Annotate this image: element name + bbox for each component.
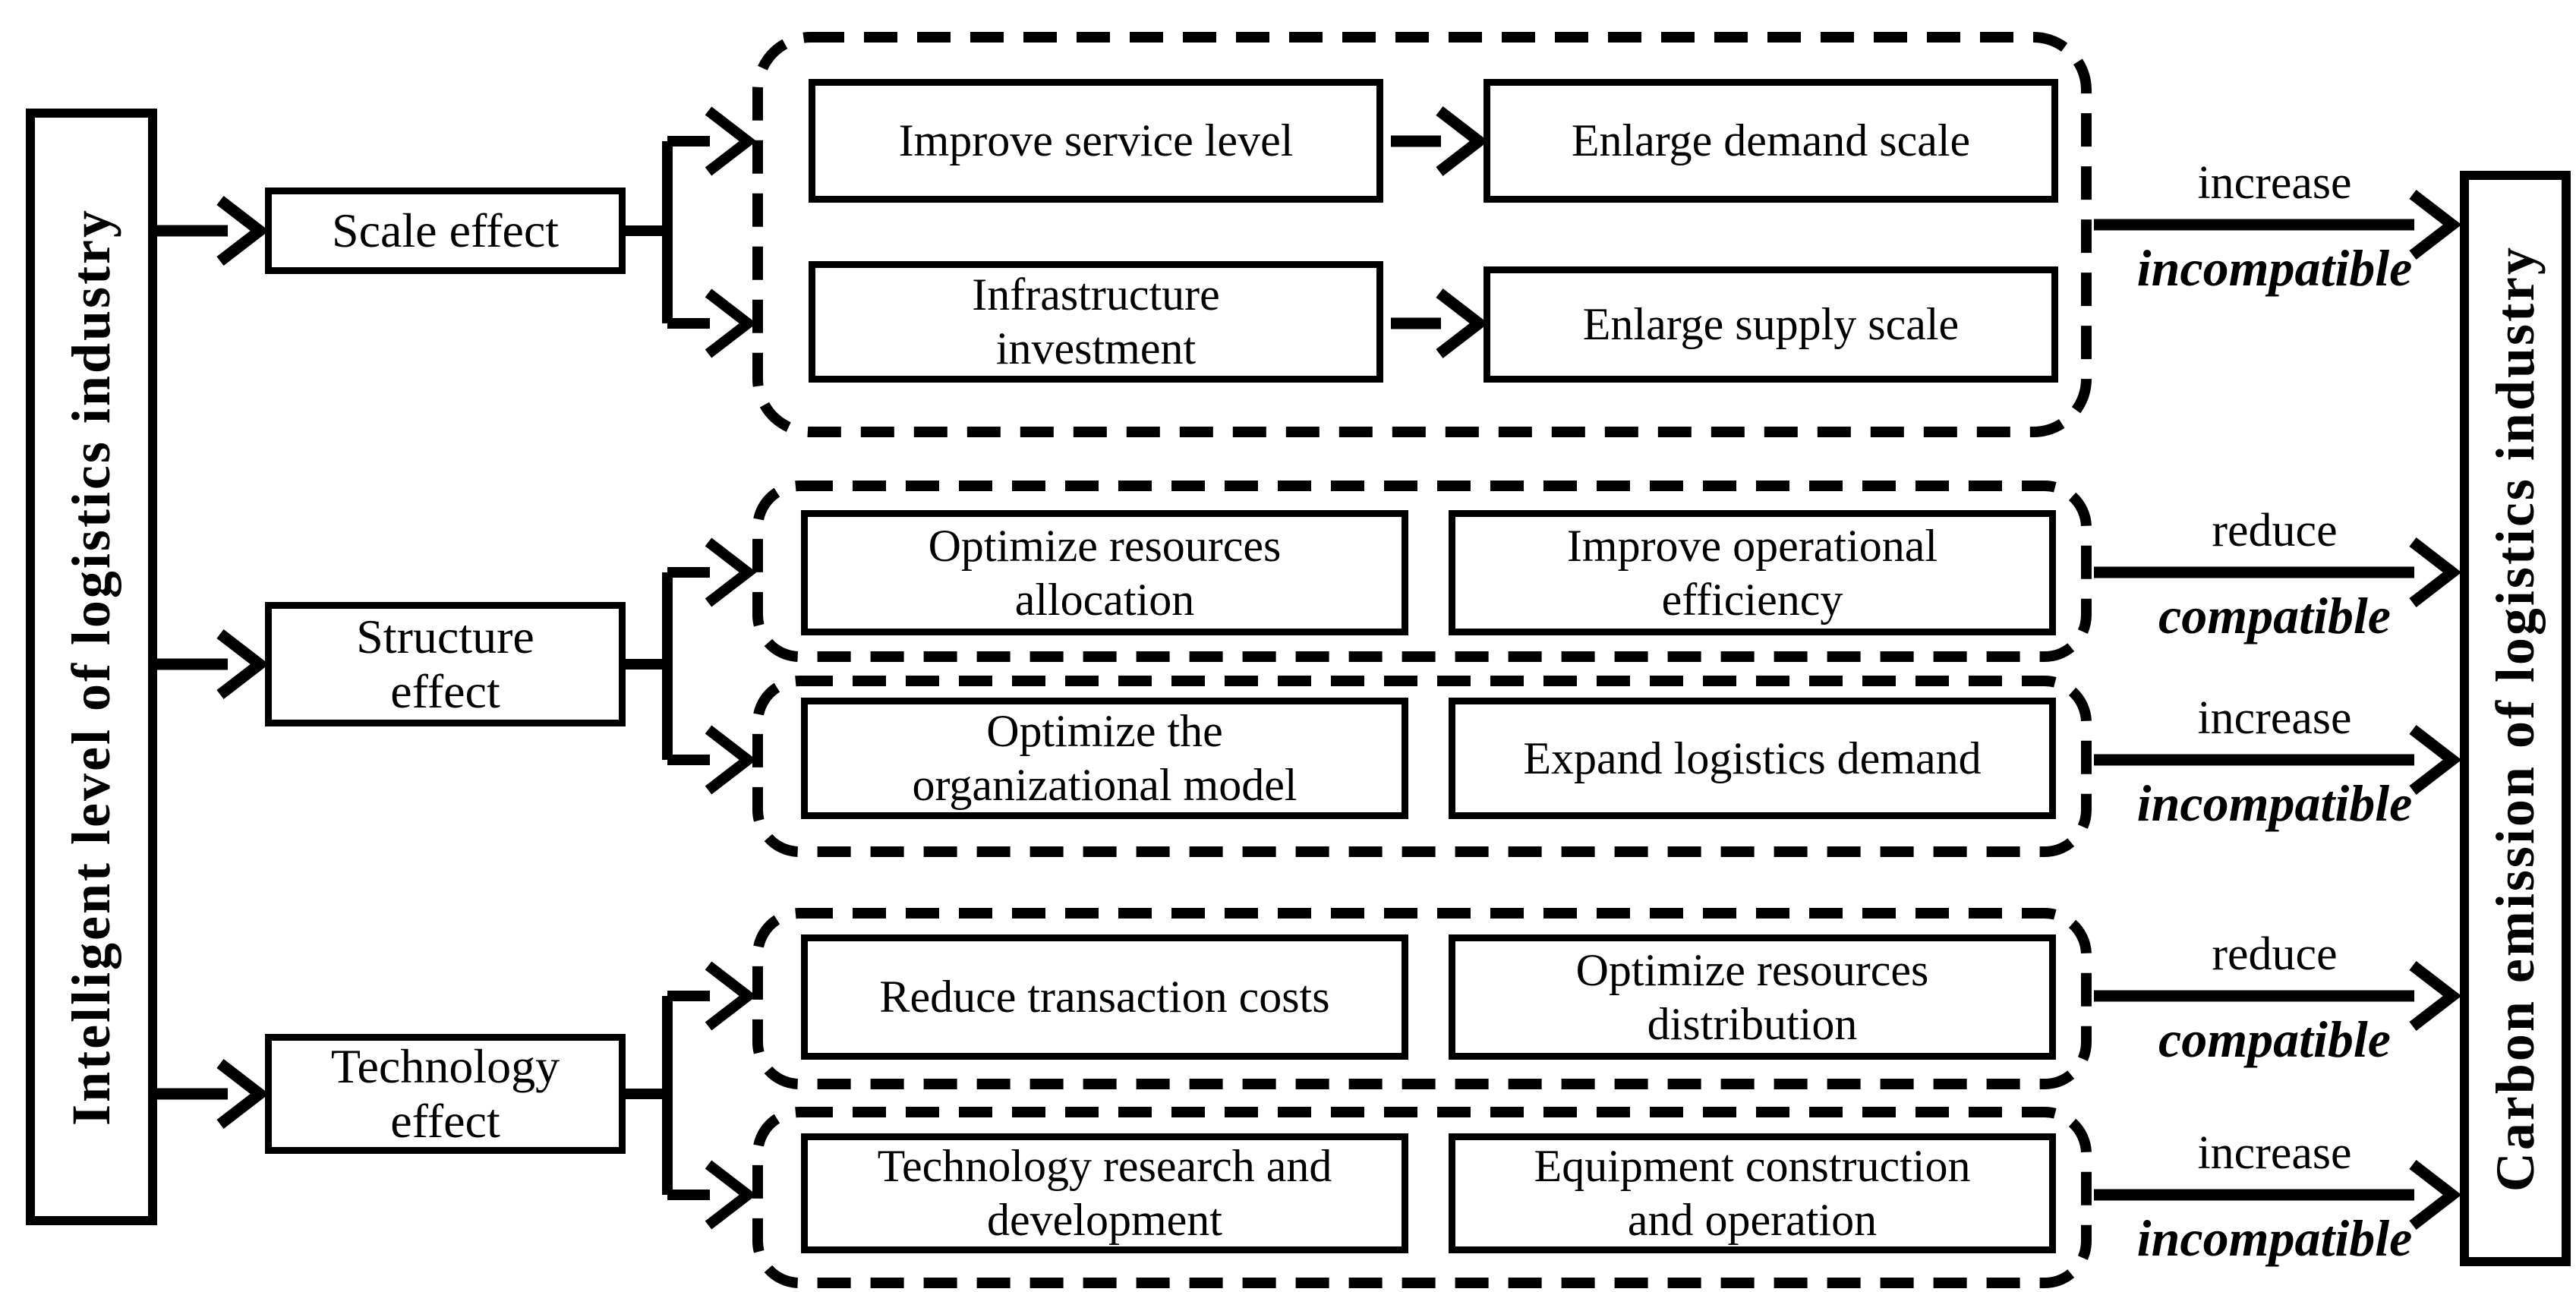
technology-group-2-outline [752,1107,2092,1288]
outcome-relation-4: compatible [2158,1010,2391,1068]
technology-effect-box: Technology effect [265,1034,626,1154]
outcome-verb-2: reduce [2212,505,2338,556]
arrow-service-to-demand [1391,106,1489,176]
box-enlarge-demand-scale: Enlarge demand scale [1483,79,2058,203]
outcome-arrow-5 [2094,1160,2462,1230]
carbon-emission-label: Carbon emission of logistics industry [2484,244,2546,1193]
technology-group-1-outline [752,908,2092,1089]
box-optimize-organizational-model: Optimize the organizational model [801,698,1408,819]
outcome-arrow-4 [2094,961,2462,1031]
intelligent-level-label: Intelligent level of logistics industry [61,208,122,1126]
structure-group-2-outline [752,676,2092,857]
box-reduce-transaction-costs: Reduce transaction costs [801,934,1408,1060]
structure-effect-bracket [626,537,757,795]
arrow-to-scale-effect [157,196,270,266]
box-equipment-construction-operation: Equipment construction and operation [1449,1133,2056,1253]
scale-group-outline [752,32,2092,437]
outcome-relation-3: incompatible [2136,774,2413,832]
box-enlarge-supply-scale: Enlarge supply scale [1483,266,2058,383]
arrow-to-structure-effect [157,629,270,699]
outcome-relation-2: compatible [2158,587,2391,644]
carbon-emission-box: Carbon emission of logistics industry [2460,171,2571,1266]
outcome-verb-1: increase [2197,157,2352,209]
box-improve-service-level: Improve service level [809,79,1383,203]
outcome-relation-5: incompatible [2136,1209,2413,1267]
box-expand-logistics-demand: Expand logistics demand [1449,698,2056,819]
technology-effect-bracket [626,961,757,1230]
box-optimize-resources-distribution: Optimize resources distribution [1449,934,2056,1060]
arrow-to-technology-effect [157,1059,270,1129]
intelligent-level-box: Intelligent level of logistics industry [26,109,157,1225]
box-improve-operational-efficiency: Improve operational efficiency [1449,510,2056,635]
outcome-verb-5: increase [2197,1127,2352,1179]
scale-effect-box: Scale effect [265,187,626,274]
box-infrastructure-investment: Infrastructure investment [809,261,1383,383]
box-technology-research-development: Technology research and development [801,1133,1408,1253]
outcome-arrow-2 [2094,537,2462,607]
outcome-verb-3: increase [2197,692,2352,744]
structure-effect-box: Structure effect [265,602,626,726]
structure-group-1-outline [752,481,2092,662]
outcome-relation-1: incompatible [2136,239,2413,297]
outcome-arrow-3 [2094,725,2462,795]
outcome-arrow-1 [2094,190,2462,260]
arrow-infrastructure-to-supply [1391,288,1489,358]
box-optimize-resources-allocation: Optimize resources allocation [801,510,1408,635]
outcome-verb-4: reduce [2212,928,2338,980]
scale-effect-bracket [626,106,757,358]
